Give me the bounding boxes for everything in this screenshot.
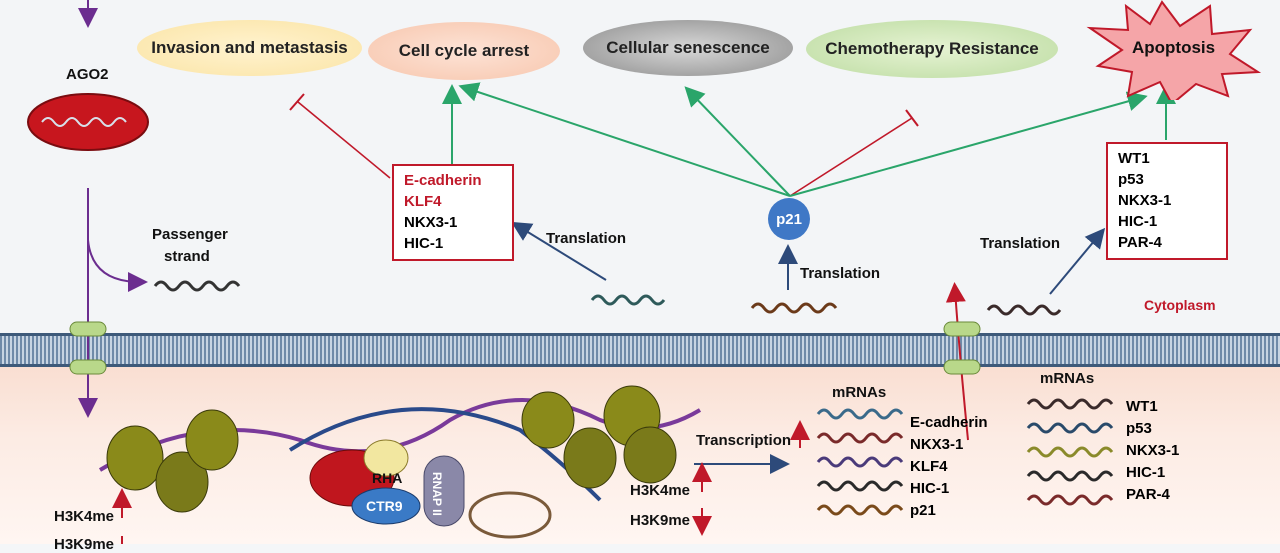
outcome-cellular-senescence: Cellular senescence	[583, 20, 793, 76]
histone-left-h3k9me: H3K9me	[54, 536, 115, 553]
translation-label-left: Translation	[546, 230, 627, 247]
chromatin	[98, 385, 702, 539]
box-right-item: p53	[1118, 171, 1144, 188]
target-box-left: E-cadherin KLF4 NKX3-1 HIC-1	[392, 164, 514, 261]
box-left-item: E-cadherin	[404, 172, 482, 189]
box-left-item: KLF4	[404, 193, 442, 210]
ago2-protein	[27, 93, 149, 151]
translation-label-mid: Translation	[800, 265, 881, 282]
histone-mid-h3k4me: H3K4me	[630, 482, 691, 499]
box-right-item: HIC-1	[1118, 213, 1158, 230]
mrnas-right-list: WT1 p53 NKX3-1 HIC-1 PAR-4	[1126, 398, 1179, 503]
rnap-label: RNAP II	[430, 472, 444, 516]
mrna-left-item: p21	[910, 502, 936, 519]
ago2-label: AGO2	[66, 66, 109, 83]
mrna-left-item: KLF4	[910, 458, 948, 475]
passenger-label-2: strand	[164, 248, 210, 265]
histone-mid-h3k9me: H3K9me	[630, 512, 691, 529]
transcription-label: Transcription	[696, 432, 792, 449]
outcome-chemotherapy-resistance: Chemotherapy Resistance	[806, 20, 1058, 78]
mrna-right-item: p53	[1126, 420, 1152, 437]
rha-label: RHA	[372, 470, 403, 486]
mrnas-right-title: mRNAs	[1040, 370, 1095, 387]
histone-left-h3k4me: H3K4me	[54, 508, 115, 525]
mrna-right-item: WT1	[1126, 398, 1158, 415]
mrna-left-item: NKX3-1	[910, 436, 964, 453]
cytoplasm-label: Cytoplasm	[1144, 297, 1216, 313]
box-right-item: PAR-4	[1118, 234, 1162, 251]
translation-label-right: Translation	[980, 235, 1061, 252]
apoptosis-burst	[1086, 0, 1262, 100]
outcome-invasion: Invasion and metastasis	[137, 20, 362, 76]
mrna-left-item: HIC-1	[910, 480, 950, 497]
outcome-cell-cycle-arrest: Cell cycle arrest	[368, 22, 560, 80]
box-right-item: WT1	[1118, 150, 1150, 167]
nuclear-pore-right	[943, 321, 981, 375]
p21-node: p21	[768, 198, 810, 240]
box-right-item: NKX3-1	[1118, 192, 1172, 209]
nuclear-membrane	[0, 333, 1280, 367]
target-box-right: WT1 p53 NKX3-1 HIC-1 PAR-4	[1106, 142, 1228, 260]
outcome-apoptosis: Apoptosis	[1132, 38, 1216, 57]
mrna-right-item: HIC-1	[1126, 464, 1166, 481]
nuclear-pore-left	[69, 321, 107, 375]
box-left-item: HIC-1	[404, 235, 444, 252]
rnap-protein	[423, 455, 465, 527]
ctr9-protein	[351, 487, 421, 525]
mrnas-left-title: mRNAs	[832, 384, 887, 401]
mrna-left-item: E-cadherin	[910, 414, 988, 431]
mrnas-left-list: E-cadherin NKX3-1 KLF4 HIC-1 p21	[910, 414, 988, 519]
box-left-item: NKX3-1	[404, 214, 458, 231]
rha-protein	[363, 439, 409, 477]
ctr9-label: CTR9	[366, 498, 403, 514]
passenger-label-1: Passenger	[152, 226, 228, 243]
mrna-right-item: PAR-4	[1126, 486, 1170, 503]
mrna-right-item: NKX3-1	[1126, 442, 1180, 459]
